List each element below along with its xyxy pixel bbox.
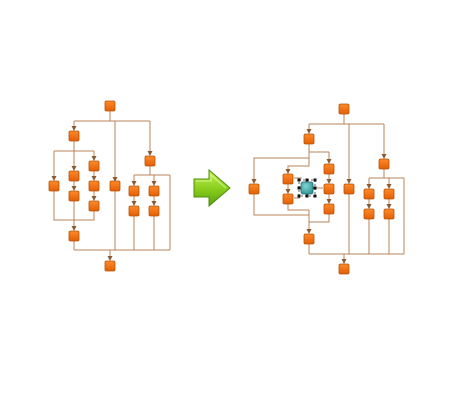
after-nodes — [248, 103, 395, 275]
edge — [53, 191, 74, 221]
graph-node[interactable] — [48, 180, 60, 192]
graph-node[interactable] — [338, 103, 350, 115]
graph-node[interactable] — [338, 263, 350, 275]
graph-node[interactable] — [128, 205, 140, 217]
graph-node[interactable] — [323, 203, 335, 215]
graph-node[interactable] — [109, 180, 121, 192]
after-edges — [251, 114, 405, 264]
graph-node[interactable] — [104, 100, 116, 112]
edge — [253, 194, 309, 216]
edge — [285, 158, 310, 174]
graph-node[interactable] — [248, 183, 260, 195]
graph-node[interactable] — [282, 193, 294, 205]
graph-node[interactable] — [68, 190, 80, 202]
graph-node[interactable] — [363, 188, 375, 200]
edge — [251, 152, 310, 184]
graph-node[interactable] — [128, 185, 140, 197]
graph-node[interactable] — [303, 133, 315, 145]
inserted-node[interactable] — [297, 178, 317, 198]
edge — [309, 214, 330, 223]
selection-handles-icon[interactable] — [297, 178, 317, 198]
before-graph — [48, 100, 171, 272]
graph-node[interactable] — [88, 200, 100, 212]
graph-node[interactable] — [303, 233, 315, 245]
graph-node[interactable] — [378, 158, 390, 170]
graph-node[interactable] — [88, 180, 100, 192]
graph-node[interactable] — [68, 230, 80, 242]
graph-node[interactable] — [383, 188, 395, 200]
before-edges — [51, 111, 171, 261]
graph-node[interactable] — [144, 155, 156, 167]
graph-node[interactable] — [323, 183, 335, 195]
edge — [287, 204, 309, 211]
graph-node[interactable] — [383, 208, 395, 220]
graph-node[interactable] — [104, 260, 116, 272]
graph-node[interactable] — [343, 183, 355, 195]
edge — [74, 211, 95, 221]
graph-node[interactable] — [148, 205, 160, 217]
graph-node[interactable] — [363, 208, 375, 220]
graph-node[interactable] — [282, 173, 294, 185]
graph-node[interactable] — [68, 130, 80, 142]
graph-node[interactable] — [88, 160, 100, 172]
before-nodes — [48, 100, 160, 272]
graph-node[interactable] — [323, 163, 335, 175]
right-arrow-icon — [193, 168, 231, 208]
graph-node[interactable] — [148, 185, 160, 197]
after-graph — [248, 103, 405, 275]
graph-node[interactable] — [68, 170, 80, 182]
